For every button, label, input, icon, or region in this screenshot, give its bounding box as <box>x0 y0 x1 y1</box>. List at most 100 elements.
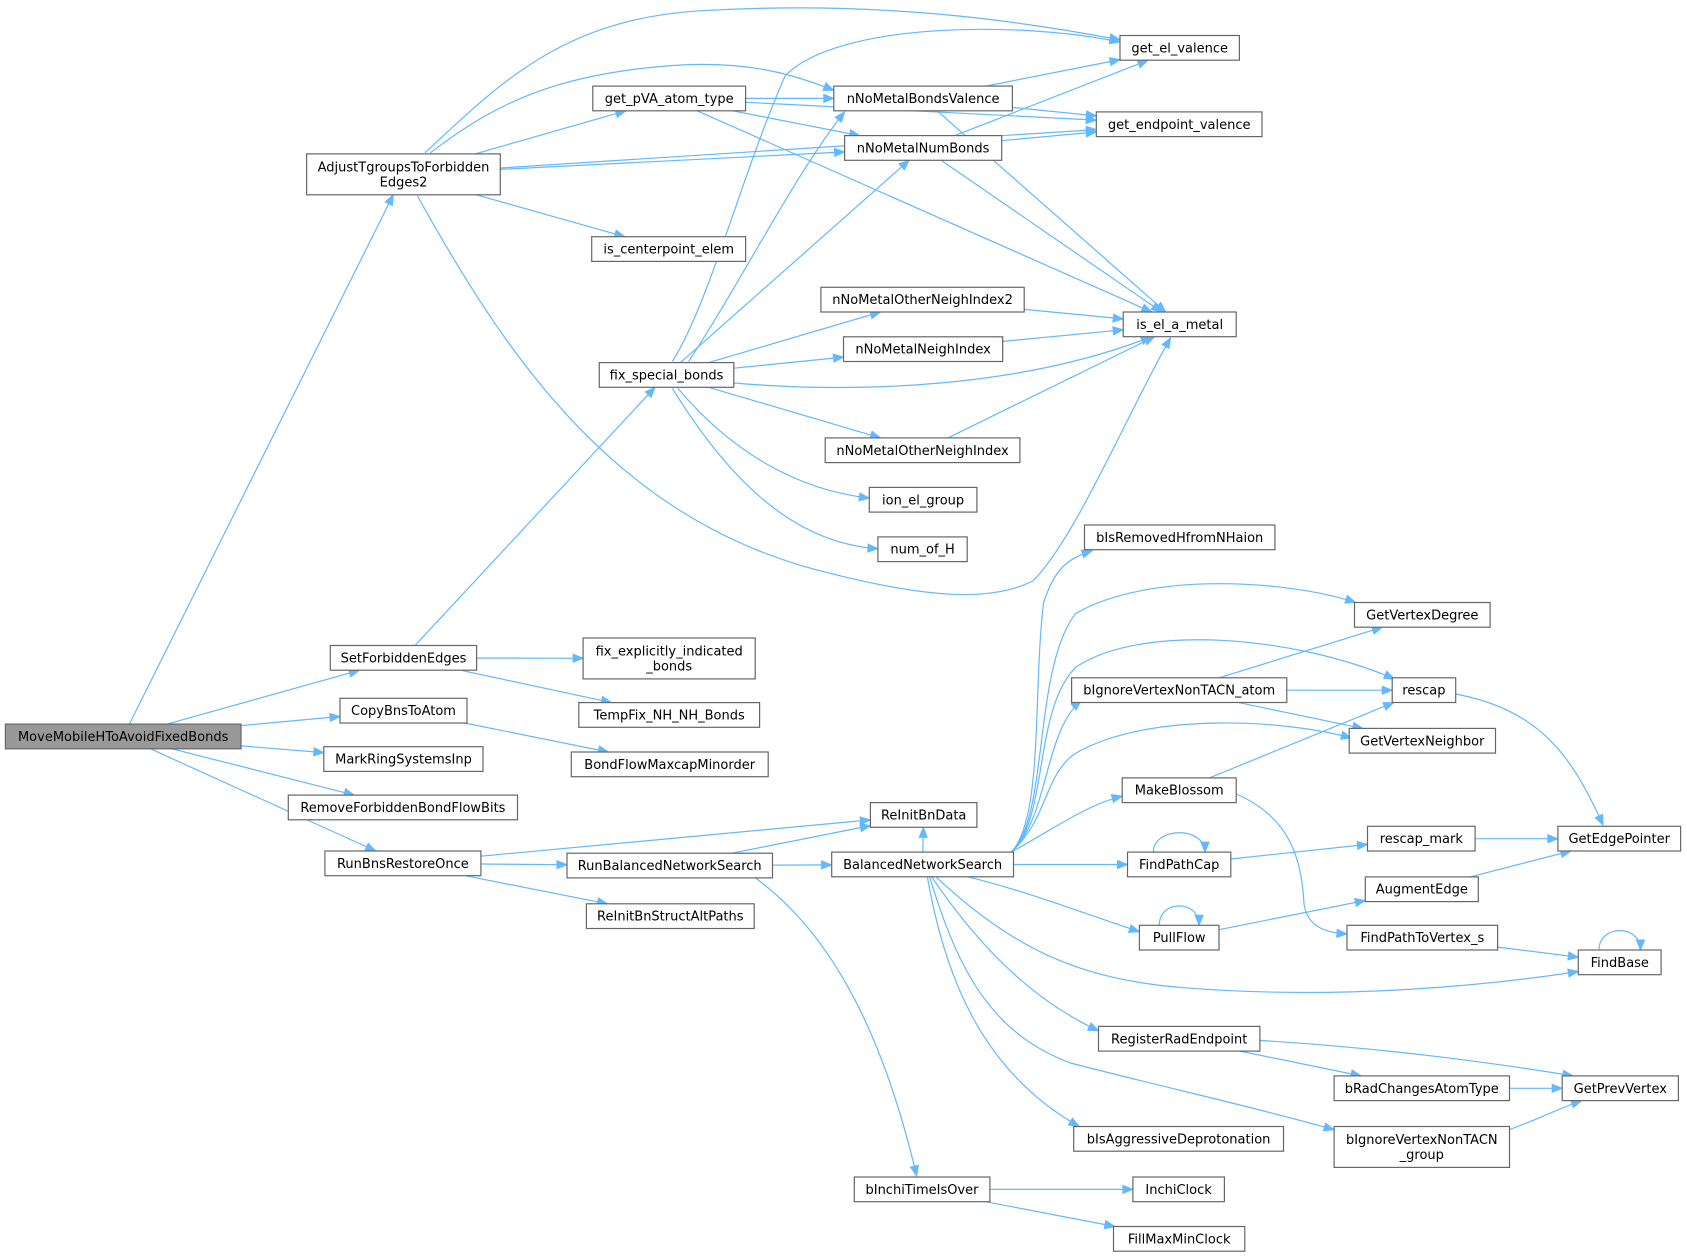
node-ReInitBnStructAltPaths[interactable]: ReInitBnStructAltPaths <box>585 903 755 930</box>
edge-get_pVA_atom_type-to-nNoMetalBondsValence <box>745 93 836 104</box>
node-GetEdgePointer[interactable]: GetEdgePointer <box>1557 825 1682 852</box>
node-label: FindPathCap <box>1139 858 1220 873</box>
node-RemoveForbiddenBondFlowBits[interactable]: RemoveForbiddenBondFlowBits <box>287 794 519 821</box>
node-get_endpoint_valence[interactable]: get_endpoint_valence <box>1095 111 1263 138</box>
node-GetVertexDegree[interactable]: GetVertexDegree <box>1353 601 1491 628</box>
node-BalancedNetworkSearch[interactable]: BalancedNetworkSearch <box>831 851 1015 878</box>
node-box <box>1119 34 1241 61</box>
node-fix_explicitly_indicated_bonds[interactable]: fix_explicitly_indicated_bonds <box>582 637 756 680</box>
node-TempFix_NH_NH_Bonds[interactable]: TempFix_NH_NH_Bonds <box>578 701 761 728</box>
edge-line <box>171 748 355 796</box>
node-MakeBlossom[interactable]: MakeBlossom <box>1121 777 1237 804</box>
edge-layer <box>128 7 1646 1230</box>
edge-line <box>1218 626 1383 679</box>
edge-line <box>1024 308 1124 320</box>
edge-MoveMobileHToAvoidFixedBonds-to-MarkRingSystemsInp <box>240 745 326 757</box>
node-label: SetForbiddenEdges <box>341 651 467 666</box>
node-bInchiTimeIsOver[interactable]: bInchiTimeIsOver <box>853 1176 991 1203</box>
node-FillMaxMinClock[interactable]: FillMaxMinClock <box>1112 1225 1246 1252</box>
edge-BalancedNetworkSearch-to-FindBase <box>935 876 1580 994</box>
node-fix_special_bonds[interactable]: fix_special_bonds <box>598 362 735 388</box>
node-MarkRingSystemsInp[interactable]: MarkRingSystemsInp <box>323 746 484 773</box>
node-rescap[interactable]: rescap <box>1391 677 1457 704</box>
node-box <box>824 437 1021 464</box>
edge-line <box>1011 795 1123 853</box>
edge-arrowhead <box>858 492 871 502</box>
node-box <box>833 85 1013 112</box>
node-is_centerpoint_elem[interactable]: is_centerpoint_elem <box>591 236 747 262</box>
edge-line <box>240 715 341 727</box>
edge-line <box>1010 722 1352 853</box>
edge-arrowhead <box>364 842 377 852</box>
edge-arrowhead <box>1086 1022 1100 1032</box>
node-RunBnsRestoreOnce[interactable]: RunBnsRestoreOnce <box>324 850 482 877</box>
node-RunBalancedNetworkSearch[interactable]: RunBalancedNetworkSearch <box>566 852 774 879</box>
node-RegisterRadEndpoint[interactable]: RegisterRadEndpoint <box>1097 1025 1261 1052</box>
node-AugmentEdge[interactable]: AugmentEdge <box>1364 876 1479 903</box>
edge-FindPathCap-to-FindPathCap <box>1152 832 1210 854</box>
node-is_el_a_metal[interactable]: is_el_a_metal <box>1122 311 1237 338</box>
node-get_pVA_atom_type[interactable]: get_pVA_atom_type <box>592 85 747 112</box>
node-nNoMetalOtherNeighIndex[interactable]: nNoMetalOtherNeighIndex <box>824 437 1021 464</box>
node-CopyBnsToAtom[interactable]: CopyBnsToAtom <box>339 697 468 724</box>
edge-line <box>1239 1050 1362 1077</box>
node-box <box>877 536 968 563</box>
edge-MoveMobileHToAvoidFixedBonds-to-AdjustTgroupsToForbiddenEdges2 <box>128 193 394 725</box>
edge-line <box>464 722 609 753</box>
node-FindPathCap[interactable]: FindPathCap <box>1126 851 1232 878</box>
node-nNoMetalOtherNeighIndex2[interactable]: nNoMetalOtherNeighIndex2 <box>820 286 1025 313</box>
node-bIgnoreVertexNonTACN_atom[interactable]: bIgnoreVertexNonTACN_atom <box>1070 677 1288 704</box>
node-num_of_H[interactable]: num_of_H <box>877 536 968 563</box>
node-bIsAggressiveDeprotonation[interactable]: bIsAggressiveDeprotonation <box>1073 1125 1285 1152</box>
edge-line <box>240 745 324 754</box>
node-FindBase[interactable]: FindBase <box>1577 949 1662 976</box>
node-label: bIsRemovedHfromNHaion <box>1096 531 1263 546</box>
edge-arrowhead <box>1354 897 1367 908</box>
node-nNoMetalNumBonds[interactable]: nNoMetalNumBonds <box>843 135 1003 161</box>
node-box <box>820 286 1025 313</box>
edge-arrowhead <box>1117 859 1129 870</box>
node-label: GetEdgePointer <box>1568 832 1670 847</box>
node-nNoMetalNeighIndex[interactable]: nNoMetalNeighIndex <box>842 336 1004 363</box>
edge-line <box>167 669 360 725</box>
node-layer: MoveMobileHToAvoidFixedBonds AdjustTgroup… <box>4 34 1682 1252</box>
edge-BalancedNetworkSearch-to-RegisterRadEndpoint <box>931 876 1100 1032</box>
edge-arrowhead <box>1161 336 1172 350</box>
node-get_el_valence[interactable]: get_el_valence <box>1119 34 1241 61</box>
edge-line <box>986 1201 1116 1228</box>
edge-BalancedNetworkSearch-to-rescap <box>1010 639 1396 853</box>
node-SetForbiddenEdges[interactable]: SetForbiddenEdges <box>329 644 478 671</box>
edge-nNoMetalBondsValence-to-get_endpoint_valence <box>1012 106 1098 120</box>
node-bIsRemovedHfromNHaion[interactable]: bIsRemovedHfromNHaion <box>1083 524 1276 551</box>
edge-line <box>1497 946 1579 958</box>
node-PullFlow[interactable]: PullFlow <box>1138 924 1220 951</box>
edge-arrowhead <box>823 93 836 104</box>
edge-arrowhead <box>1336 928 1349 939</box>
node-bRadChangesAtomType[interactable]: bRadChangesAtomType <box>1333 1075 1511 1102</box>
node-ReInitBnData[interactable]: ReInitBnData <box>869 801 978 828</box>
node-label: ReInitBnStructAltPaths <box>597 910 744 925</box>
edge-BalancedNetworkSearch-to-MakeBlossom <box>1011 793 1124 853</box>
edge-rescap-to-GetEdgePointer <box>1455 693 1604 827</box>
edge-PullFlow-to-PullFlow <box>1158 905 1204 927</box>
edge-arrowhead <box>1140 303 1154 313</box>
node-GetVertexNeighbor[interactable]: GetVertexNeighbor <box>1348 727 1497 754</box>
node-ion_el_group[interactable]: ion_el_group <box>868 486 978 513</box>
node-BondFlowMaxcapMinorder[interactable]: BondFlowMaxcapMinorder <box>570 751 769 778</box>
node-label: RunBalancedNetworkSearch <box>578 859 762 874</box>
edge-line <box>677 388 870 499</box>
edge-bIgnoreVertexNonTACN_group-to-GetPrevVertex <box>1509 1099 1583 1131</box>
node-GetPrevVertex[interactable]: GetPrevVertex <box>1561 1075 1679 1102</box>
node-MoveMobileHToAvoidFixedBonds[interactable]: MoveMobileHToAvoidFixedBonds <box>4 723 242 750</box>
edge-RunBnsRestoreOnce-to-ReInitBnStructAltPaths <box>465 875 609 907</box>
node-InchiClock[interactable]: InchiClock <box>1132 1176 1226 1203</box>
node-FindPathToVertex_s[interactable]: FindPathToVertex_s <box>1346 924 1499 951</box>
edge-bIgnoreVertexNonTACN_atom-to-GetVertexDegree <box>1218 625 1384 679</box>
node-bIgnoreVertexNonTACN_group[interactable]: bIgnoreVertexNonTACN_group <box>1333 1125 1511 1169</box>
edge-line <box>680 159 910 364</box>
node-rescap_mark[interactable]: rescap_mark <box>1366 825 1476 852</box>
edge-arrowhead <box>1382 670 1396 680</box>
node-nNoMetalBondsValence[interactable]: nNoMetalBondsValence <box>833 85 1013 112</box>
node-label: nNoMetalBondsValence <box>847 92 1000 107</box>
